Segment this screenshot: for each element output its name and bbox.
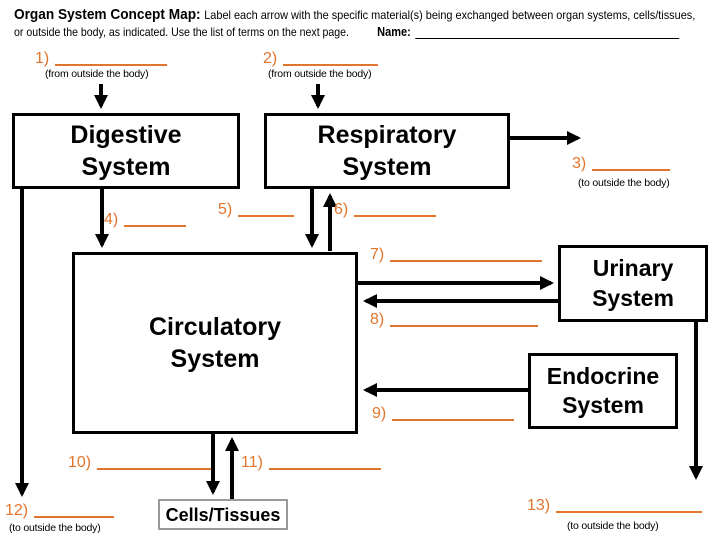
box-circulatory-system: Circulatory System (72, 252, 358, 434)
box-label: Digestive (70, 121, 182, 149)
blank-line (124, 213, 187, 227)
blank-number: 5) (218, 201, 233, 218)
box-urinary-system: Urinary System (558, 245, 708, 322)
box-label: System (592, 284, 674, 311)
blank-label-12: 12) (to outside the body) (5, 502, 115, 533)
worksheet-header-line1: Organ System Concept Map:Label each arro… (14, 6, 695, 23)
name-label: Name: (377, 25, 411, 39)
blank-number: 10) (68, 454, 92, 471)
blank-note: (to outside the body) (9, 522, 101, 534)
blank-line (97, 456, 212, 470)
blank-number: 8) (370, 311, 385, 328)
box-label: Circulatory (149, 313, 281, 341)
blank-label-10: 10) (68, 454, 212, 471)
blank-number: 4) (104, 211, 119, 228)
box-label: System (562, 392, 644, 418)
blank-note: (from outside the body) (268, 68, 372, 80)
blank-number: 9) (372, 405, 387, 422)
blank-label-6: 6) (334, 201, 437, 218)
blank-number: 3) (572, 155, 587, 172)
blank-number: 13) (527, 497, 551, 514)
box-label: Endocrine (546, 362, 660, 389)
box-label: Urinary (592, 255, 674, 282)
blank-label-4: 4) (104, 211, 187, 228)
blank-number: 11) (241, 454, 263, 471)
blank-label-9: 9) (372, 405, 515, 422)
blank-label-8: 8) (370, 311, 539, 328)
page-title: Organ System Concept Map: (14, 6, 201, 23)
blank-line (34, 504, 115, 518)
box-label: Respiratory (317, 121, 457, 149)
instructions-text-1: Label each arrow with the specific mater… (204, 8, 696, 22)
blank-note: (from outside the body) (45, 68, 149, 80)
blank-line (592, 157, 671, 171)
blank-label-3: 3) (to outside the body) (572, 155, 671, 188)
blank-number: 6) (334, 201, 349, 218)
blank-label-1: 1) (from outside the body) (35, 50, 168, 79)
blank-line (392, 407, 515, 421)
box-label: System (81, 153, 171, 181)
blank-label-5: 5) (218, 201, 295, 218)
blank-line (390, 248, 543, 262)
blank-line (390, 313, 539, 327)
worksheet-header-line2: or outside the body, as indicated. Use t… (14, 25, 680, 39)
box-label: System (170, 345, 260, 373)
blank-number: 12) (5, 502, 29, 519)
blank-note: (to outside the body) (567, 520, 659, 532)
blank-line (55, 52, 168, 66)
blank-number: 7) (370, 246, 385, 263)
box-label: System (342, 153, 432, 181)
blank-note: (to outside the body) (578, 177, 670, 189)
box-cells-tissues: Cells/Tissues (158, 499, 288, 530)
box-respiratory-system: Respiratory System (264, 113, 510, 189)
blank-label-11: 11) (241, 455, 381, 471)
blank-line (268, 456, 381, 470)
blank-line (556, 499, 703, 513)
blank-label-7: 7) (370, 246, 543, 263)
blank-line (354, 203, 437, 217)
blank-line (283, 52, 379, 66)
box-digestive-system: Digestive System (12, 113, 240, 189)
blank-number: 1) (35, 50, 50, 67)
blank-number: 2) (263, 50, 278, 67)
blank-line (238, 203, 295, 217)
box-endocrine-system: Endocrine System (528, 353, 678, 429)
instructions-text-2: or outside the body, as indicated. Use t… (14, 25, 349, 39)
box-label: Cells/Tissues (165, 504, 281, 525)
blank-label-13: 13) (to outside the body) (527, 497, 703, 531)
blank-label-2: 2) (from outside the body) (263, 50, 379, 79)
name-blank-line (415, 27, 680, 39)
